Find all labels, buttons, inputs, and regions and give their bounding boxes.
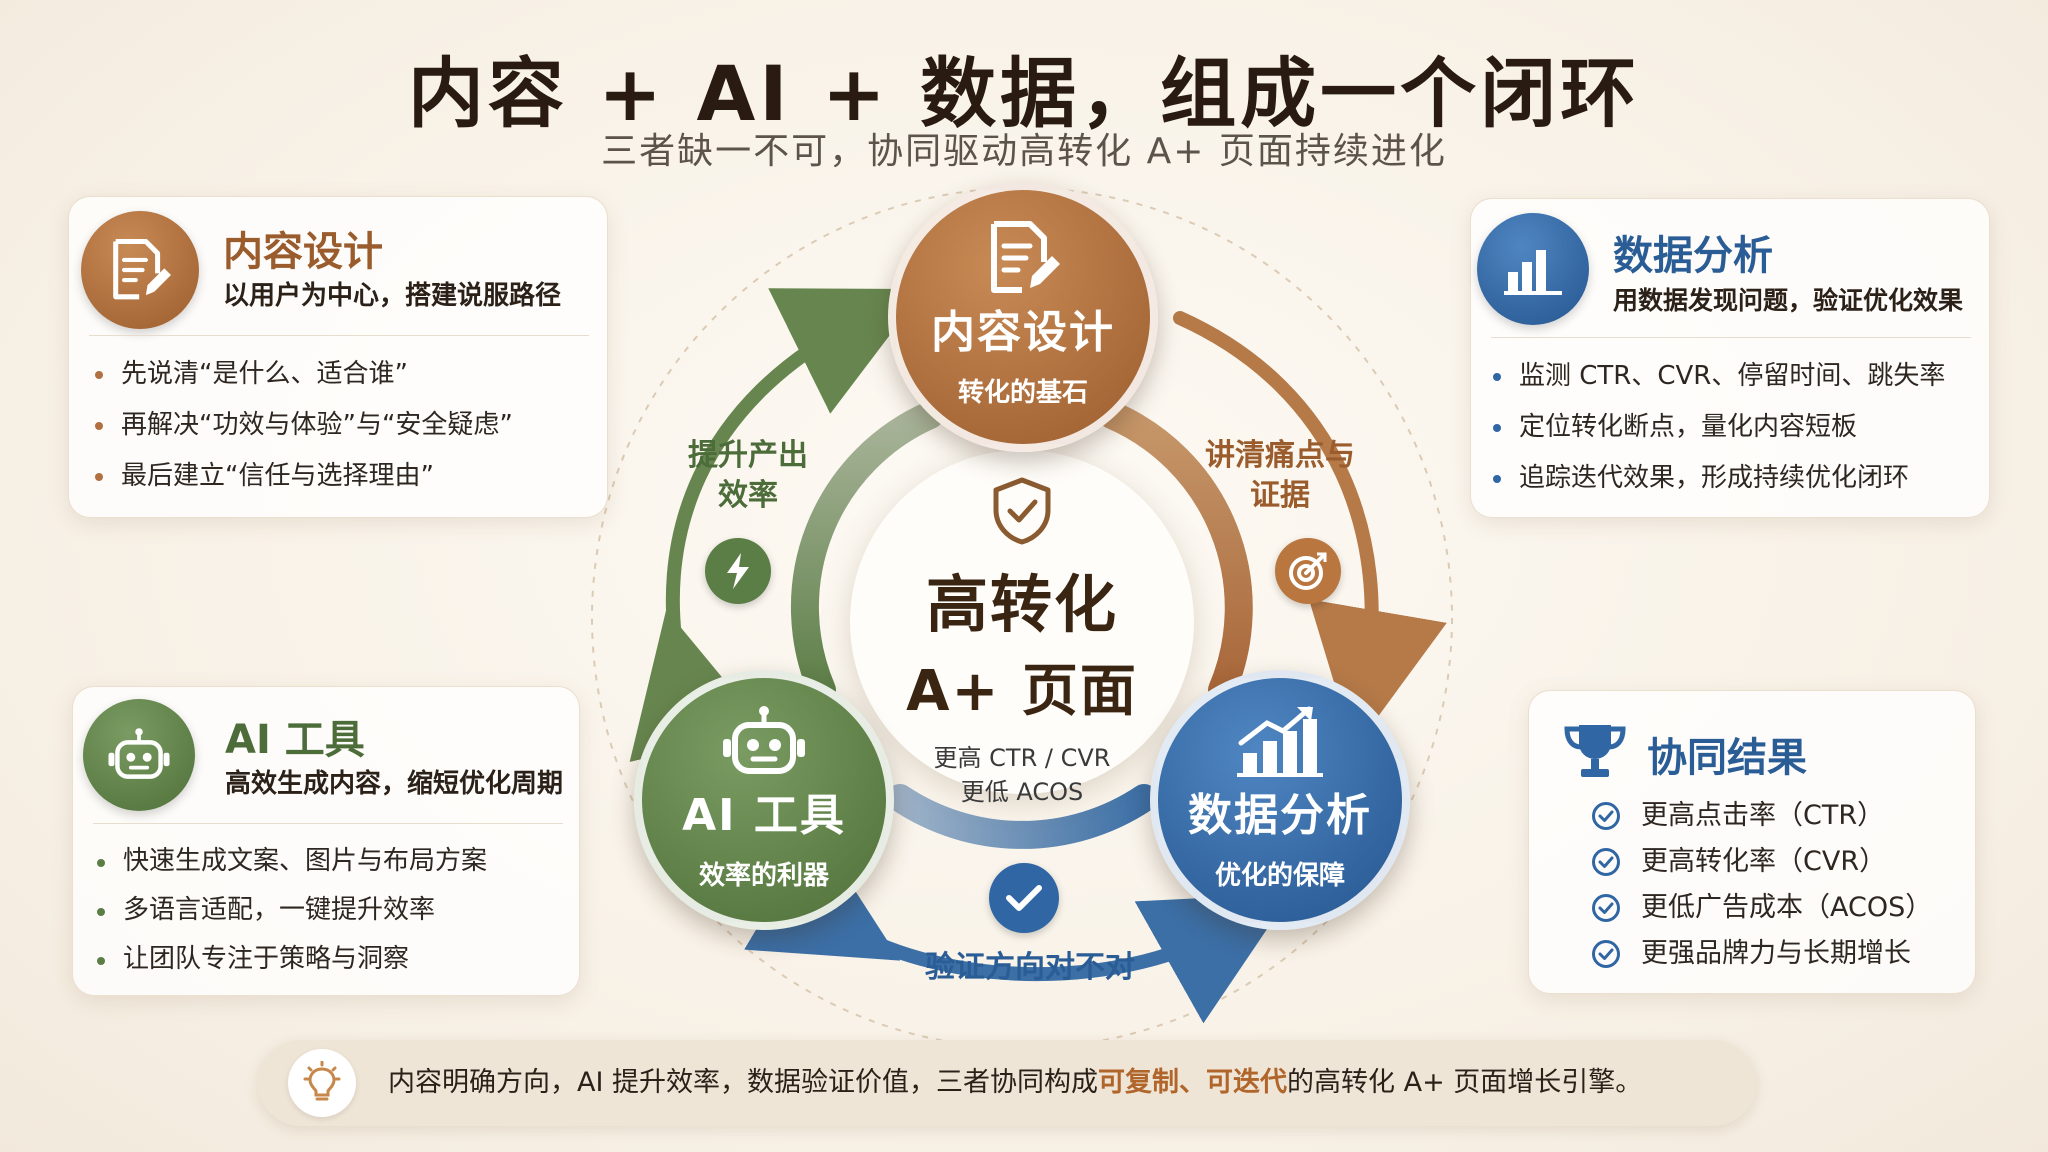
lightning-icon [705,538,771,604]
list-item: 追踪迭代效果，形成持续优化闭环 [1493,453,1945,504]
card-ai-title: AI 工具 [225,717,365,763]
page-title: 内容 + AI + 数据，组成一个闭环 [407,49,1641,138]
card-divider [89,335,589,336]
list-item: 再解决“功效与体验”与“安全疑虑” [95,400,513,451]
card-data-title: 数据分析 [1613,233,1773,279]
card-data-list: 监测 CTR、CVR、停留时间、跳失率 定位转化断点，量化内容短板 追踪迭代效果… [1493,351,1945,504]
footer-banner: 内容明确方向，AI 提升效率，数据验证价值，三者协同构成可复制、可迭代的高转化 … [258,1040,1756,1126]
arrow-bottom [744,829,1292,1024]
document-edit-icon [81,211,199,329]
card-content-title: 内容设计 [223,229,383,275]
center-sub2: 更低 ACOS [960,778,1084,806]
card-result-title: 协同结果 [1647,735,1807,781]
card-content-list: 先说清“是什么、适合谁” 再解决“功效与体验”与“安全疑虑” 最后建立“信任与选… [95,349,513,502]
cycle-node-content-sub: 转化的基石 [957,377,1088,408]
card-data-analysis: 数据分析 用数据发现问题，验证优化效果 监测 CTR、CVR、停留时间、跳失率 … [1470,198,1990,518]
list-item: 定位转化断点，量化内容短板 [1493,402,1945,453]
bar-chart-up-icon [1237,706,1323,777]
document-edit-icon [991,220,1060,293]
list-item: 更高转化率（CVR） [1565,839,1932,885]
list-item: 更低广告成本（ACOS） [1565,885,1932,931]
footer-text-after: 的高转化 A+ 页面增长引擎。 [1287,1067,1643,1098]
cycle-node-content-title: 内容设计 [931,306,1115,358]
result-item-text: 更高点击率（CTR） [1641,800,1885,831]
robot-icon [723,705,805,774]
cycle-node-ai: AI 工具 效率的利器 [634,670,894,930]
cycle-node-ai-sub: 效率的利器 [698,860,829,891]
lightbulb-icon [288,1049,356,1117]
card-ai-desc: 高效生成内容，缩短优化周期 [225,769,564,799]
card-ai-list: 快速生成文案、图片与布局方案 多语言适配，一键提升效率 让团队专注于策略与洞察 [97,837,487,984]
center-title-line1: 高转化 [925,568,1118,641]
card-result-list: 更高点击率（CTR） 更高转化率（CVR） 更低广告成本（ACOS） 更强品牌力… [1565,793,1932,977]
footer-text-before: 内容明确方向，AI 提升效率，数据验证价值，三者协同构成 [388,1067,1099,1098]
check-circle-outline-icon [1592,894,1620,922]
arc-label-right-line2: 证据 [1250,478,1310,513]
trophy-icon [1564,725,1626,777]
center-sub1: 更高 CTR / CVR [933,744,1111,772]
cycle-node-data-title: 数据分析 [1188,789,1372,841]
cycle-node-content: 内容设计 转化的基石 [888,182,1158,452]
list-item: 更高点击率（CTR） [1565,793,1932,839]
card-divider [93,823,563,824]
center-disc: 高转化 A+ 页面 更高 CTR / CVR 更低 ACOS [850,450,1194,806]
list-item: 让团队专注于策略与洞察 [97,935,487,984]
card-divider [1491,337,1971,338]
arc-label-right-line1: 讲清痛点与 [1205,438,1355,473]
card-result: 协同结果 更高点击率（CTR） 更高转化率（CVR） 更低广告成本（ACOS） … [1528,690,1976,994]
list-item: 更强品牌力与长期增长 [1565,931,1932,977]
list-item: 监测 CTR、CVR、停留时间、跳失率 [1493,351,1945,402]
result-item-text: 更强品牌力与长期增长 [1641,938,1911,969]
bar-chart-icon [1477,213,1589,325]
center-title-line2: A+ 页面 [906,659,1138,724]
list-item: 多语言适配，一键提升效率 [97,886,487,935]
cycle-node-data: 数据分析 优化的保障 [1150,670,1410,930]
card-content-design: 内容设计 以用户为中心，搭建说服路径 先说清“是什么、适合谁” 再解决“功效与体… [68,196,608,518]
card-content-desc: 以用户为中心，搭建说服路径 [223,281,562,311]
card-ai-tools: AI 工具 高效生成内容，缩短优化周期 快速生成文案、图片与布局方案 多语言适配… [72,686,580,996]
footer-highlight: 可复制、可迭代 [1098,1067,1288,1098]
arrow-left [629,288,925,762]
robot-icon [83,699,195,811]
check-circle-outline-icon [1592,940,1620,968]
page-subtitle: 三者缺一不可，协同驱动高转化 A+ 页面持续进化 [601,131,1447,172]
footer-text: 内容明确方向，AI 提升效率，数据验证价值，三者协同构成可复制、可迭代的高转化 … [388,1040,1642,1126]
check-circle-icon [989,863,1059,933]
arc-label-left-line1: 提升产出 [688,438,808,473]
arrow-right [1173,311,1447,749]
result-item-text: 更低广告成本（ACOS） [1641,892,1933,923]
arc-label-left: 提升产出 效率 [668,436,828,516]
inner-arc-right [1098,401,1253,704]
list-item: 先说清“是什么、适合谁” [95,349,513,400]
arc-label-left-line2: 效率 [718,478,778,513]
list-item: 最后建立“信任与选择理由” [95,451,513,502]
cycle-node-data-sub: 优化的保障 [1214,860,1345,891]
check-circle-outline-icon [1592,802,1620,830]
shield-check-icon [993,477,1051,545]
list-item: 快速生成文案、图片与布局方案 [97,837,487,886]
check-circle-outline-icon [1592,848,1620,876]
arc-label-right: 讲清痛点与 证据 [1190,436,1370,516]
card-data-desc: 用数据发现问题，验证优化效果 [1613,286,1964,315]
cycle-node-ai-title: AI 工具 [682,789,846,841]
target-icon [1275,538,1341,604]
result-item-text: 更高转化率（CVR） [1641,846,1887,877]
arc-label-bottom: 验证方向对不对 [925,950,1135,985]
